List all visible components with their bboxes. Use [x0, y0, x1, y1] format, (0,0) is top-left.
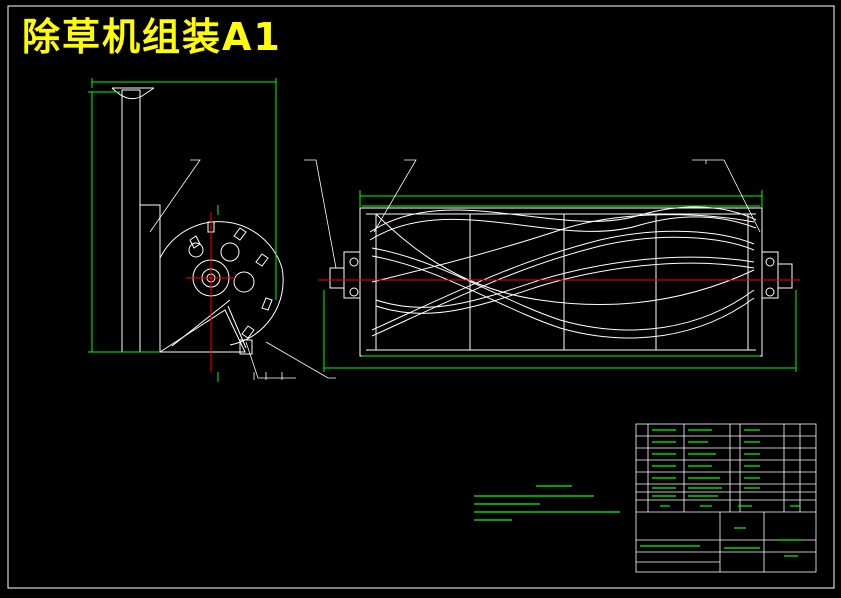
top-mount [111, 87, 155, 100]
table-text-marks [640, 429, 802, 557]
side-centerlines [186, 212, 236, 372]
drawing-title: 除草机组装A1 [22, 15, 282, 59]
drawing-frame [7, 5, 835, 589]
roller-body [359, 207, 763, 357]
tech-requirements-marks [474, 485, 620, 521]
side-leaders [149, 159, 337, 380]
side-plate [121, 89, 141, 353]
roller-view [329, 206, 793, 357]
roller-leaders [373, 159, 761, 233]
rotor-arc [159, 221, 283, 269]
roller-dimensions [323, 190, 797, 372]
side-view-dimensions [88, 78, 277, 382]
side-view [111, 87, 284, 355]
lightening-hole [233, 271, 255, 293]
title-block [635, 423, 817, 573]
